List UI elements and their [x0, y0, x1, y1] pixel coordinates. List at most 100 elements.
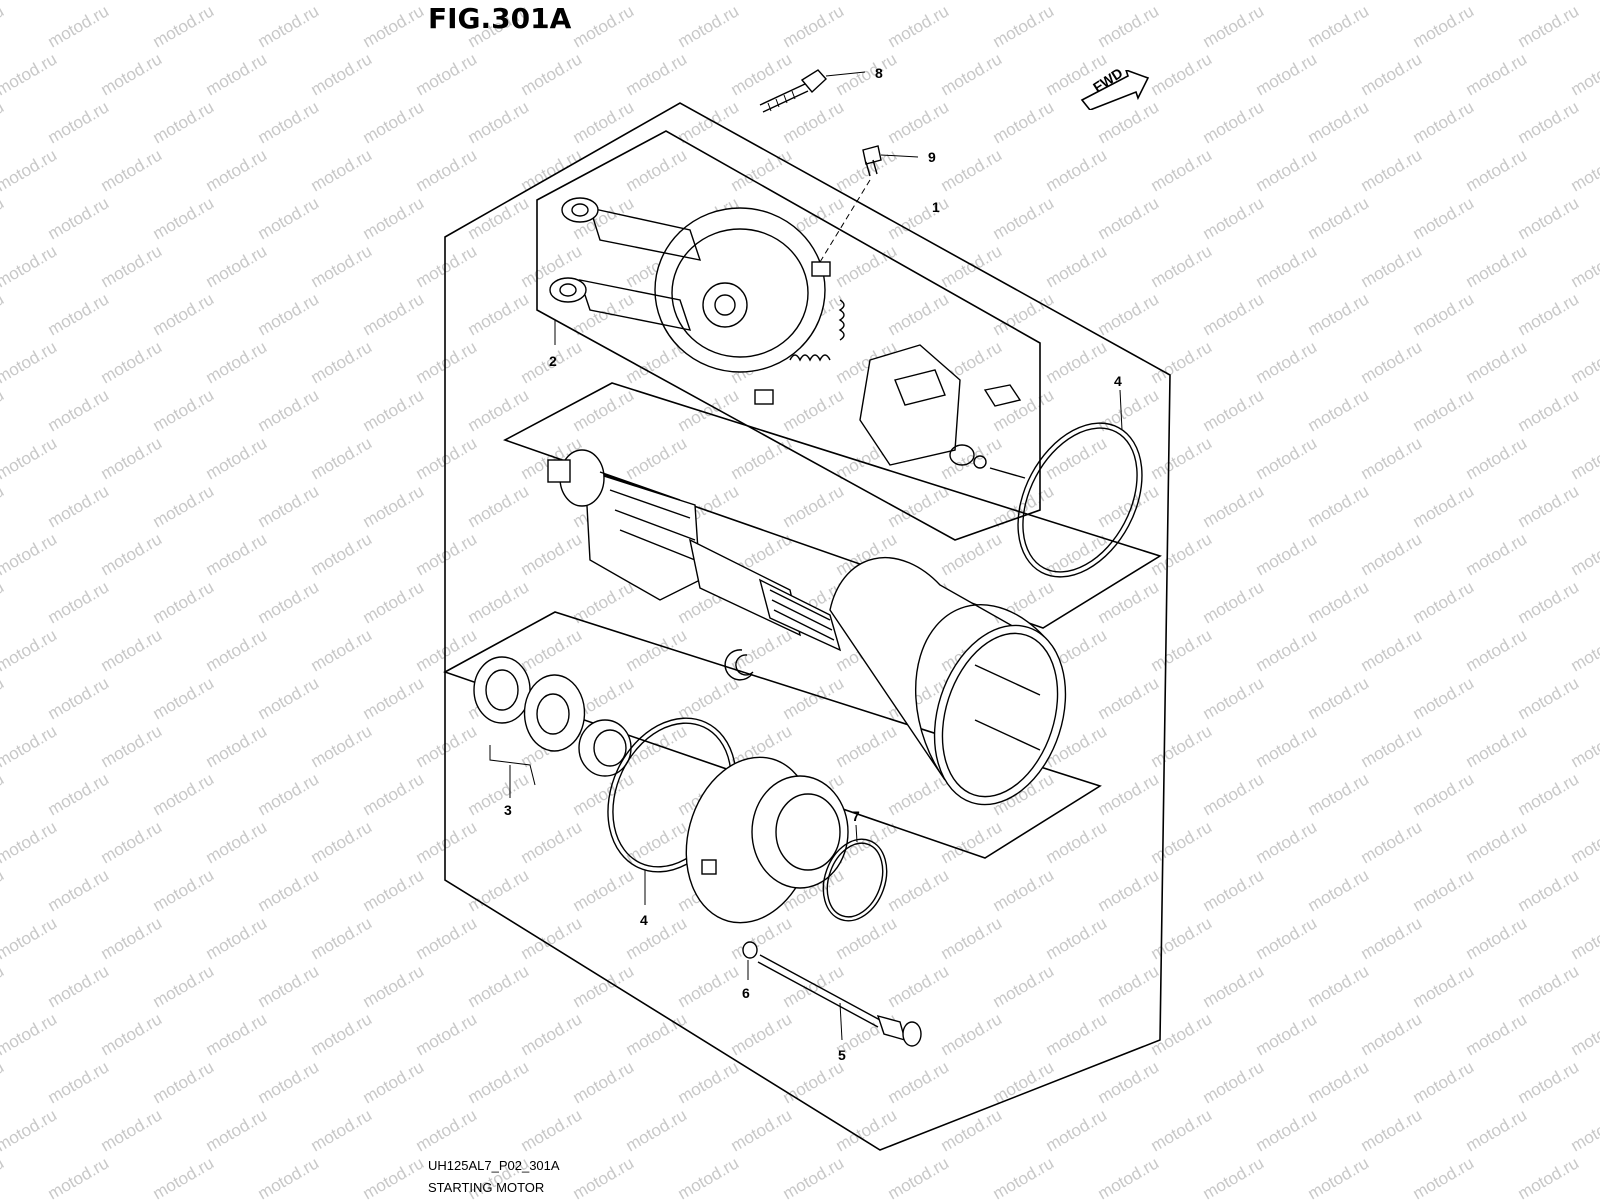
watermark-text: motod.ru	[1148, 241, 1216, 291]
watermark-text: motod.ru	[413, 529, 481, 579]
watermark-text: motod.ru	[0, 817, 60, 867]
callout-6: 6	[742, 985, 750, 1001]
watermark-text: motod.ru	[1095, 193, 1163, 243]
callout-2: 2	[549, 353, 557, 369]
watermark-text: motod.ru	[0, 433, 60, 483]
watermark-text: motod.ru	[0, 1009, 60, 1059]
fwd-direction-badge	[1080, 70, 1150, 110]
watermark-text: motod.ru	[728, 1105, 796, 1155]
callout-8: 8	[875, 65, 883, 81]
watermark-text: motod.ru	[1358, 529, 1426, 579]
watermark-text: motod.ru	[413, 913, 481, 963]
watermark-text: motod.ru	[1253, 241, 1321, 291]
watermark-text: motod.ru	[255, 961, 323, 1011]
drawing-code: UH125AL7_P02_301A	[428, 1158, 560, 1173]
watermark-text: motod.ru	[0, 529, 60, 579]
watermark-text: motod.ru	[990, 1, 1058, 51]
watermark-text: motod.ru	[45, 1, 113, 51]
watermark-text: motod.ru	[465, 1057, 533, 1107]
watermark-text: motod.ru	[1148, 1009, 1216, 1059]
watermark-text: motod.ru	[1200, 961, 1268, 1011]
watermark-text: motod.ru	[623, 433, 691, 483]
watermark-text: motod.ru	[938, 913, 1006, 963]
watermark-text: motod.ru	[1515, 481, 1583, 531]
watermark-text: motod.ru	[1253, 625, 1321, 675]
watermark-text: motod.ru	[1148, 817, 1216, 867]
watermark-text: motod.ru	[203, 913, 271, 963]
watermark-text: motod.ru	[98, 817, 166, 867]
watermark-text: motod.ru	[1463, 49, 1531, 99]
watermark-text: motod.ru	[98, 529, 166, 579]
watermark-text: motod.ru	[938, 145, 1006, 195]
watermark-text: motod.ru	[1410, 1153, 1478, 1200]
watermark-text: motod.ru	[518, 529, 586, 579]
watermark-text: motod.ru	[203, 625, 271, 675]
watermark-text: motod.ru	[1305, 1, 1373, 51]
watermark-text: motod.ru	[360, 193, 428, 243]
yoke-part	[829, 557, 1067, 806]
watermark-text: motod.ru	[1200, 97, 1268, 147]
watermark-text: motod.ru	[1043, 913, 1111, 963]
watermark-text: motod.ru	[45, 577, 113, 627]
watermark-text: motod.ru	[1095, 1153, 1163, 1200]
watermark-text: motod.ru	[255, 289, 323, 339]
watermark-text: motod.ru	[518, 625, 586, 675]
watermark-text: motod.ru	[1095, 1057, 1163, 1107]
watermark-text: motod.ru	[1200, 193, 1268, 243]
watermark-text: motod.ru	[1043, 433, 1111, 483]
watermark-text: motod.ru	[0, 1057, 7, 1107]
watermark-text: motod.ru	[1148, 721, 1216, 771]
watermark-text: motod.ru	[1463, 817, 1531, 867]
watermark-text: motod.ru	[728, 49, 796, 99]
watermark-text: motod.ru	[1305, 673, 1373, 723]
watermark-text: motod.ru	[203, 529, 271, 579]
watermark-text: motod.ru	[780, 673, 848, 723]
watermark-text: motod.ru	[0, 865, 7, 915]
watermark-text: motod.ru	[1358, 337, 1426, 387]
watermark-text: motod.ru	[203, 721, 271, 771]
watermark-text: motod.ru	[570, 1153, 638, 1200]
watermark-text: motod.ru	[98, 625, 166, 675]
watermark-text: motod.ru	[1568, 625, 1600, 675]
watermark-text: motod.ru	[1095, 289, 1163, 339]
washer-part-6	[742, 941, 758, 980]
watermark-text: motod.ru	[990, 961, 1058, 1011]
watermark-text: motod.ru	[1568, 1009, 1600, 1059]
watermark-text: motod.ru	[885, 1057, 953, 1107]
watermark-text: motod.ru	[1095, 865, 1163, 915]
watermark-text: motod.ru	[1463, 721, 1531, 771]
watermark-text: motod.ru	[0, 721, 60, 771]
watermark-text: motod.ru	[0, 1105, 60, 1155]
watermark-text: motod.ru	[833, 241, 901, 291]
watermark-text: motod.ru	[98, 145, 166, 195]
watermark-text: motod.ru	[885, 961, 953, 1011]
watermark-text: motod.ru	[1305, 961, 1373, 1011]
watermark-text: motod.ru	[255, 865, 323, 915]
watermark-text: motod.ru	[675, 1057, 743, 1107]
watermark-text: motod.ru	[360, 289, 428, 339]
watermark-text: motod.ru	[98, 241, 166, 291]
watermark-text: motod.ru	[1043, 817, 1111, 867]
watermark-text: motod.ru	[990, 193, 1058, 243]
watermark-text: motod.ru	[1515, 193, 1583, 243]
watermark-text: motod.ru	[1568, 145, 1600, 195]
watermark-text: motod.ru	[45, 385, 113, 435]
watermark-text: motod.ru	[1148, 145, 1216, 195]
watermark-text: motod.ru	[150, 1153, 218, 1200]
watermark-text: motod.ru	[1463, 529, 1531, 579]
watermark-text: motod.ru	[938, 49, 1006, 99]
watermark-text: motod.ru	[0, 289, 7, 339]
watermark-text: motod.ru	[623, 0, 691, 3]
watermark-text: motod.ru	[570, 1057, 638, 1107]
watermark-text: motod.ru	[570, 385, 638, 435]
watermark-text: motod.ru	[150, 97, 218, 147]
watermark-text: motod.ru	[1568, 529, 1600, 579]
callout-4-upper: 4	[1114, 373, 1122, 389]
watermark-text: motod.ru	[623, 49, 691, 99]
watermark-text: motod.ru	[1410, 769, 1478, 819]
watermark-text: motod.ru	[0, 481, 7, 531]
watermark-text: motod.ru	[1568, 337, 1600, 387]
watermark-text: motod.ru	[938, 241, 1006, 291]
watermark-text: motod.ru	[255, 769, 323, 819]
